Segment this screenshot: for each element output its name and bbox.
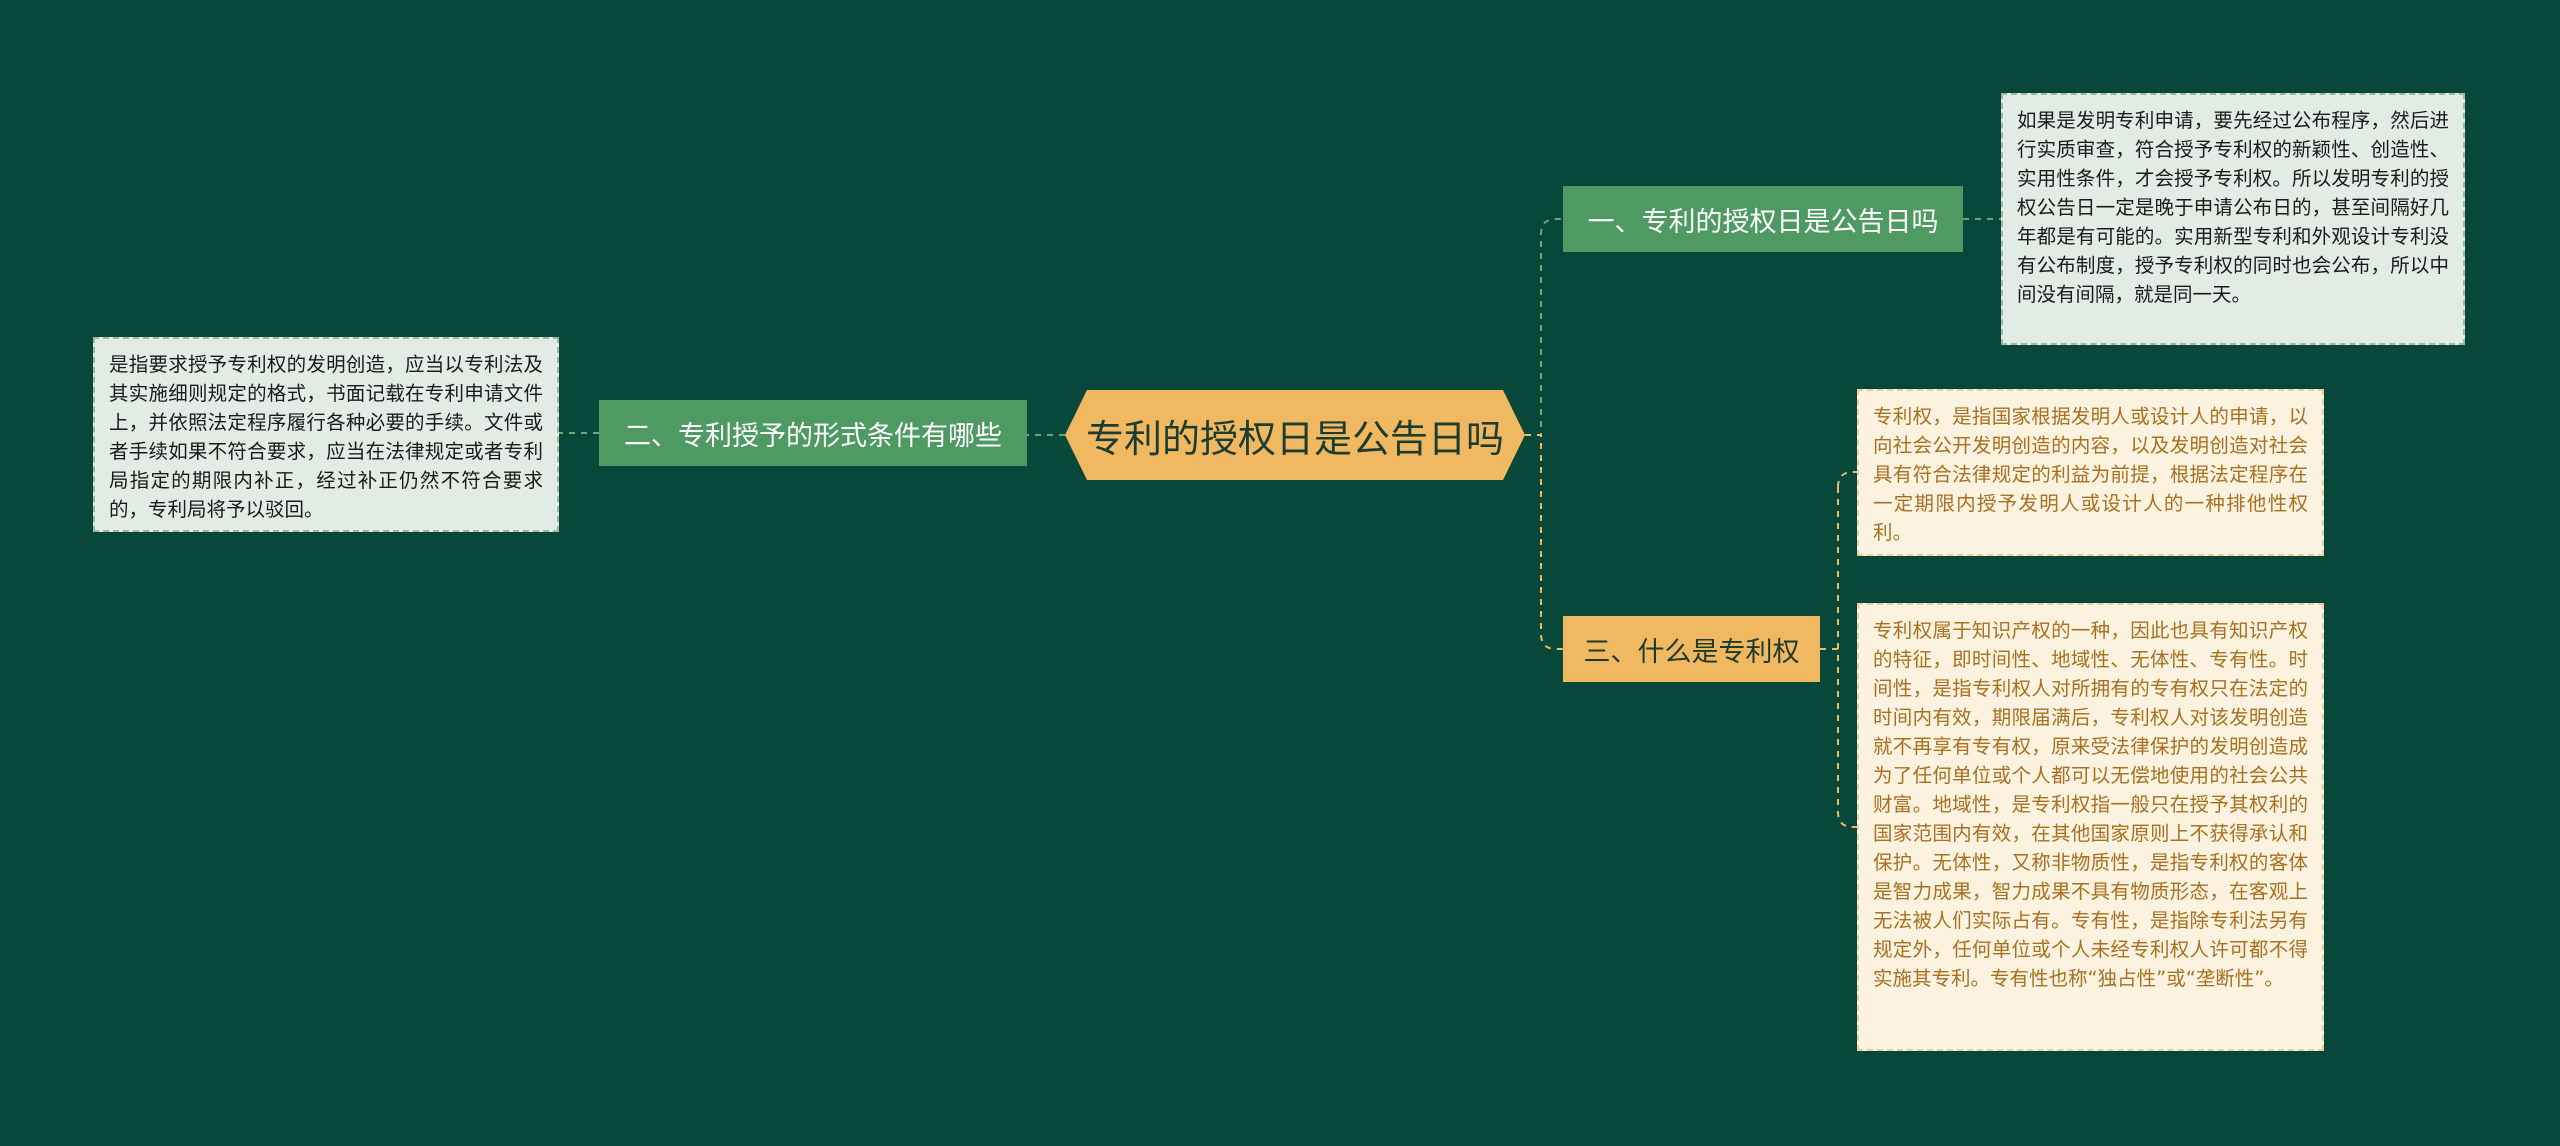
leaf-node-patent-right-characteristics[interactable]: 专利权属于知识产权的一种，因此也具有知识产权的特征，即时间性、地域性、无体性、专… [1857, 603, 2324, 1051]
connector-branch3-leaves [1820, 471, 1857, 828]
root-topic[interactable]: 专利的授权日是公告日吗 [1065, 390, 1525, 480]
branch-node-patent-right[interactable]: 三、什么是专利权 [1563, 616, 1820, 682]
connector-root-branch1 [1525, 218, 1563, 436]
leaf-node-formal-conditions-explanation[interactable]: 是指要求授予专利权的发明创造，应当以专利法及其实施细则规定的格式，书面记载在专利… [93, 337, 559, 532]
connector-root-branch3 [1525, 434, 1563, 650]
branch-node-formal-conditions[interactable]: 二、专利授予的形式条件有哪些 [599, 400, 1027, 466]
leaf-node-authorization-explanation[interactable]: 如果是发明专利申请，要先经过公布程序，然后进行实质审查，符合授予专利权的新颖性、… [2001, 93, 2465, 345]
leaf-node-patent-right-definition[interactable]: 专利权，是指国家根据发明人或设计人的申请，以向社会公开发明创造的内容，以及发明创… [1857, 389, 2324, 556]
branch-node-authorization-date[interactable]: 一、专利的授权日是公告日吗 [1563, 186, 1963, 252]
